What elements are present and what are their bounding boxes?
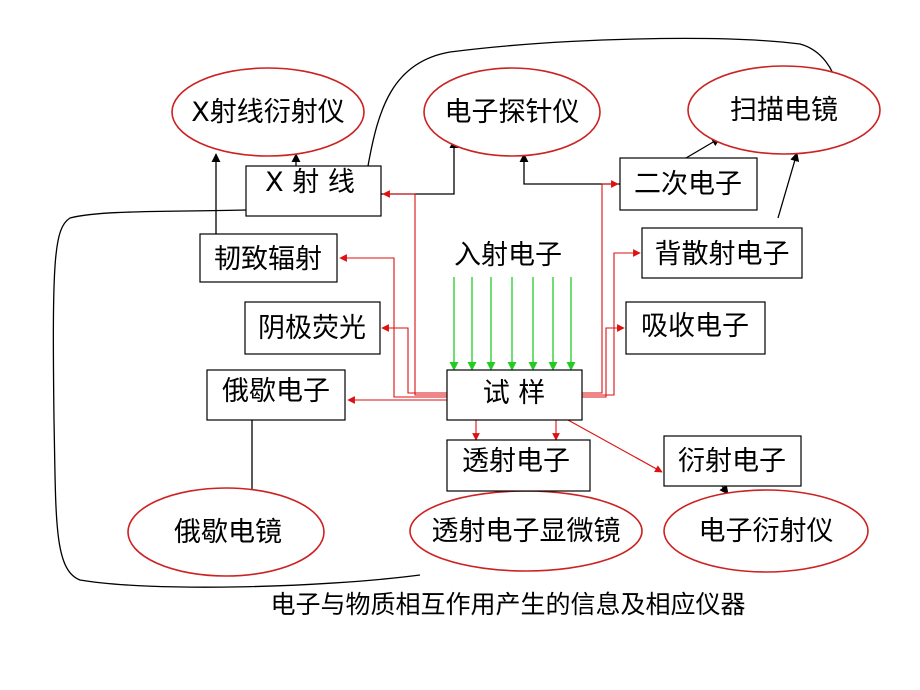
instrument-tem: 透射电子显微镜 <box>409 490 643 572</box>
box-cathodoluminescence: 阴极荧光 <box>244 301 381 355</box>
emission-bottom <box>472 419 663 473</box>
svg-text:韧致辐射: 韧致辐射 <box>214 244 322 275</box>
connector-xray-to-sem <box>367 37 839 167</box>
arrow-secondary-probe <box>519 153 620 185</box>
incident-beam <box>449 277 576 371</box>
svg-text:X 射 线: X 射 线 <box>265 167 355 198</box>
box-transmitted-electron: 透射电子 <box>446 439 591 492</box>
incident-electron-label: 入射电子 <box>454 240 562 271</box>
instrument-xrd: X射线衍射仪 <box>171 67 365 157</box>
box-secondary-electron: 二次电子 <box>619 157 758 211</box>
instrument-auger-microscope: 俄歇电镜 <box>127 487 325 577</box>
svg-text:X射线衍射仪: X射线衍射仪 <box>191 97 345 128</box>
svg-text:电子衍射仪: 电子衍射仪 <box>699 516 834 547</box>
arrow-backscatter-to-sem <box>777 152 800 219</box>
instrument-electron-diffractometer: 电子衍射仪 <box>663 489 869 573</box>
box-xray: X 射 线 <box>245 165 382 217</box>
arrow-xray-to-probe <box>381 139 459 195</box>
svg-text:衍射电子: 衍射电子 <box>678 446 786 477</box>
diagram-caption: 电子与物质相互作用产生的信息及相应仪器 <box>270 590 745 619</box>
svg-text:俄歇电子: 俄歇电子 <box>222 376 330 407</box>
box-diffracted-electron: 衍射电子 <box>663 435 802 487</box>
box-backscattered-electron: 背散射电子 <box>641 227 803 279</box>
svg-text:电子探针仪: 电子探针仪 <box>445 97 580 128</box>
box-auger-electron: 俄歇电子 <box>206 369 346 421</box>
instrument-sem: 扫描电镜 <box>687 65 881 155</box>
emission-right <box>582 180 641 398</box>
svg-text:透射电子: 透射电子 <box>462 446 570 477</box>
instrument-electron-probe: 电子探针仪 <box>423 67 601 157</box>
box-sample: 试 样 <box>446 369 583 421</box>
svg-text:背散射电子: 背散射电子 <box>655 239 790 270</box>
svg-text:透射电子显微镜: 透射电子显微镜 <box>432 516 621 547</box>
connector-xray-loop-to-tem <box>52 209 421 588</box>
svg-text:阴极荧光: 阴极荧光 <box>258 313 366 344</box>
box-absorbed-electron: 吸收电子 <box>625 301 766 355</box>
svg-text:二次电子: 二次电子 <box>634 169 742 200</box>
svg-text:试 样: 试 样 <box>483 378 546 409</box>
svg-text:扫描电镜: 扫描电镜 <box>730 95 838 126</box>
emission-left <box>339 190 447 404</box>
arrow-secondary-to-sem <box>685 137 721 159</box>
box-bremsstrahlung: 韧致辐射 <box>199 233 338 283</box>
svg-text:吸收电子: 吸收电子 <box>641 311 749 342</box>
svg-text:俄歇电镜: 俄歇电镜 <box>174 517 282 548</box>
